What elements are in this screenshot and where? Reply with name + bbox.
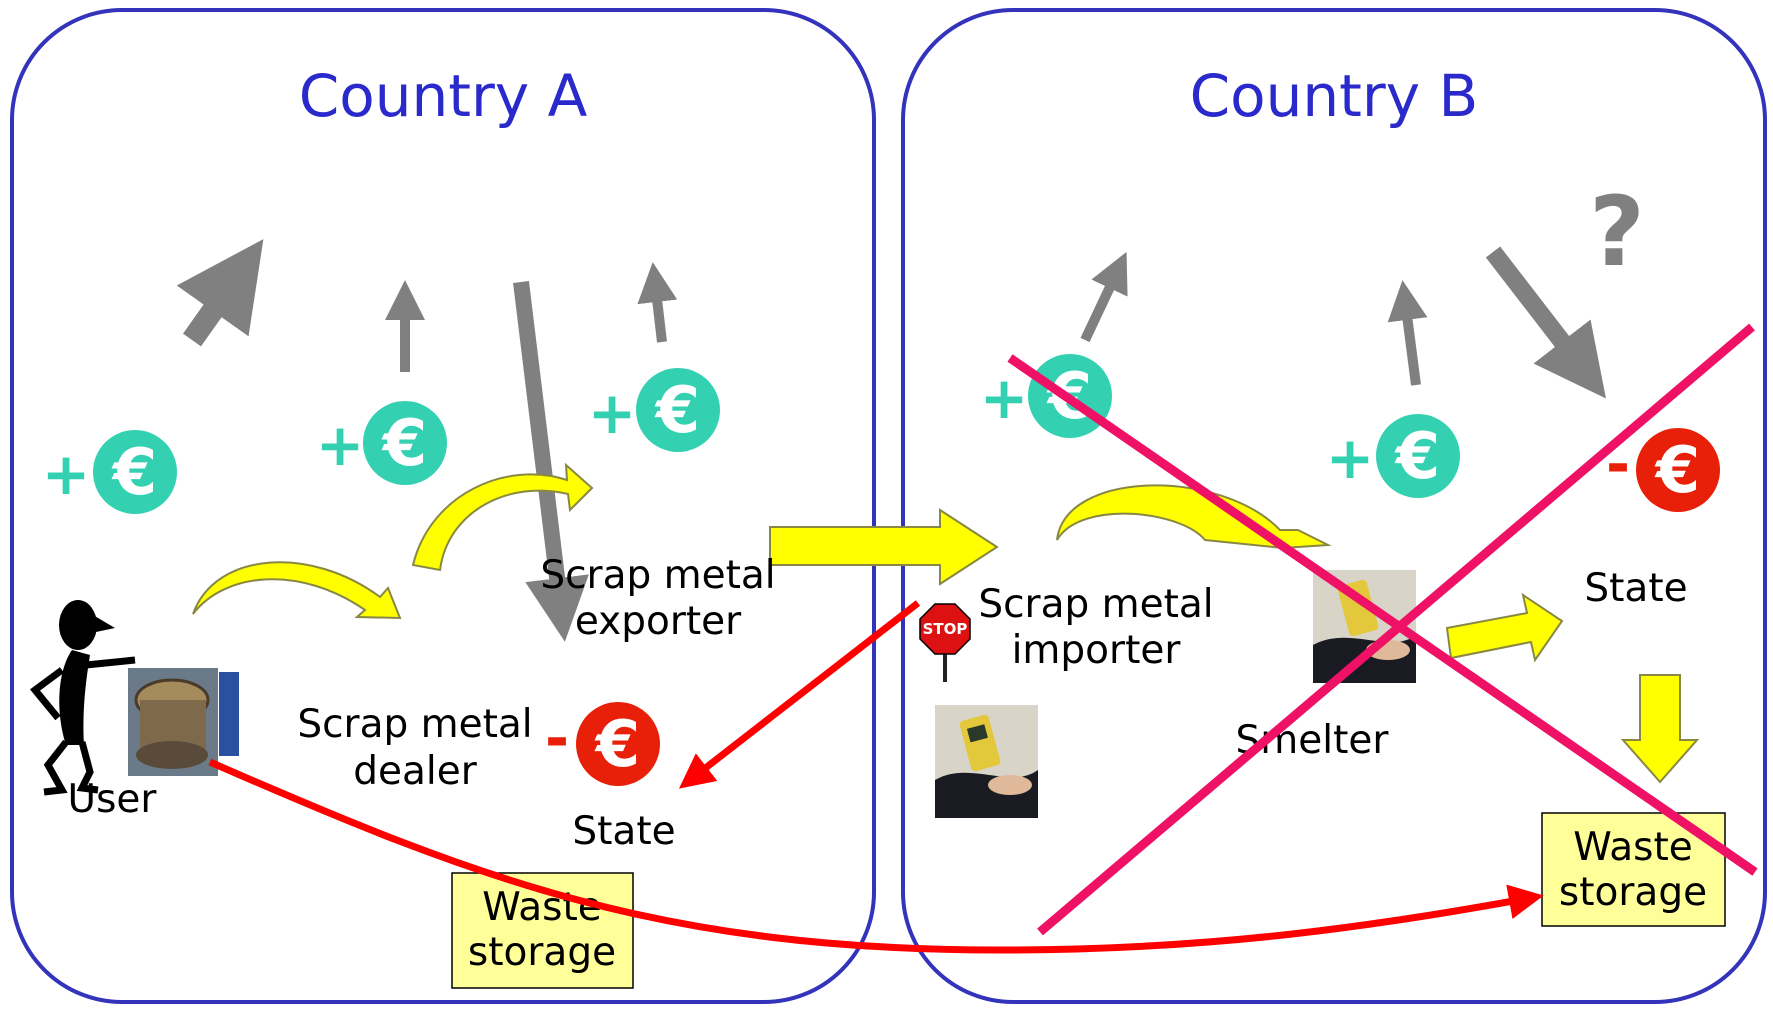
waste-storage-b-line2: storage: [1559, 870, 1707, 915]
red-arrow-user-to-waste-b: [208, 758, 1544, 954]
euro-coin-icon: [1636, 428, 1720, 512]
money-arrow-importer: [1080, 251, 1128, 343]
flow-arrow-dealer-to-exporter: [411, 462, 594, 572]
plus-sign: +: [588, 379, 637, 447]
state-a-label: State: [572, 809, 675, 854]
plus-sign: +: [1326, 424, 1375, 492]
plus-sign: +: [42, 440, 91, 508]
stop-sign-text: STOP: [923, 620, 968, 638]
radiation-detector-photo: [935, 705, 1038, 818]
money-arrow-smelter: [1387, 280, 1428, 386]
euro-coin-icon: [1376, 414, 1460, 498]
country-a-title: Country A: [299, 62, 588, 130]
euro-loss-state-b: - €: [1606, 428, 1720, 512]
money-arrow-down-to-state-a: [513, 281, 589, 642]
money-arrow-user: [176, 239, 264, 347]
question-mark: ?: [1589, 176, 1645, 288]
euro-gain-smelter: + €: [1326, 414, 1460, 498]
country-b-panel: Country B: [901, 8, 1767, 1004]
euro-coin-icon: [363, 401, 447, 485]
importer-label-line1: Scrap metal: [978, 582, 1213, 627]
money-flow-arrows: [176, 239, 1606, 642]
waste-storage-b-line1: Waste: [1573, 825, 1693, 870]
country-b-title: Country B: [1190, 62, 1479, 130]
money-arrow-down-to-state-b: [1485, 246, 1606, 399]
euro-coin-icon: [93, 430, 177, 514]
exporter-label-line2: exporter: [575, 599, 742, 644]
plus-sign: +: [316, 411, 365, 479]
plus-sign: +: [980, 364, 1029, 432]
euro-gain-dealer: + €: [316, 401, 447, 485]
euro-gain-user: + €: [42, 430, 177, 514]
state-b-label: State: [1584, 566, 1687, 611]
flow-arrow-state-to-waste: [1620, 674, 1700, 784]
importer-label-line2: importer: [1012, 628, 1182, 673]
dealer-label-line1: Scrap metal: [297, 702, 532, 747]
euro-coin-icon: [636, 368, 720, 452]
red-arrow-return-to-state-a: [678, 600, 921, 789]
material-flow-arrows: [192, 462, 1700, 784]
euro-symbol: €: [1654, 434, 1701, 508]
minus-sign: -: [545, 704, 569, 772]
euro-gain-importer: + €: [980, 354, 1112, 438]
exporter-label-line1: Scrap metal: [540, 553, 775, 598]
stop-sign-icon: STOP: [919, 603, 971, 682]
euro-symbol: €: [654, 374, 701, 448]
waste-storage-a-line2: storage: [468, 930, 616, 975]
euro-loss-state-a: - €: [545, 702, 660, 786]
euro-gain-exporter: + €: [588, 368, 720, 452]
waste-storage-b: Waste storage: [1541, 812, 1726, 927]
dealer-label-line2: dealer: [353, 749, 477, 794]
user-figure-icon: [29, 600, 136, 796]
euro-symbol: €: [1394, 420, 1441, 494]
illegal-routes: [208, 600, 1544, 954]
euro-symbol: €: [594, 708, 641, 782]
flow-arrow-export-to-import: [769, 508, 999, 586]
country-a-panel: Country A: [10, 8, 876, 1004]
euro-symbol: €: [381, 407, 428, 481]
scrap-motor-icon: [128, 668, 239, 776]
flow-arrow-user-to-dealer: [192, 561, 402, 620]
money-arrow-exporter: [637, 262, 678, 343]
cross-out-mark: [1007, 323, 1758, 936]
euro-symbol: €: [111, 436, 158, 510]
flow-arrow-importer-to-smelter: [1056, 484, 1332, 550]
euro-coin-icon: [576, 702, 660, 786]
flow-arrow-smelter-to-state: [1445, 592, 1564, 663]
